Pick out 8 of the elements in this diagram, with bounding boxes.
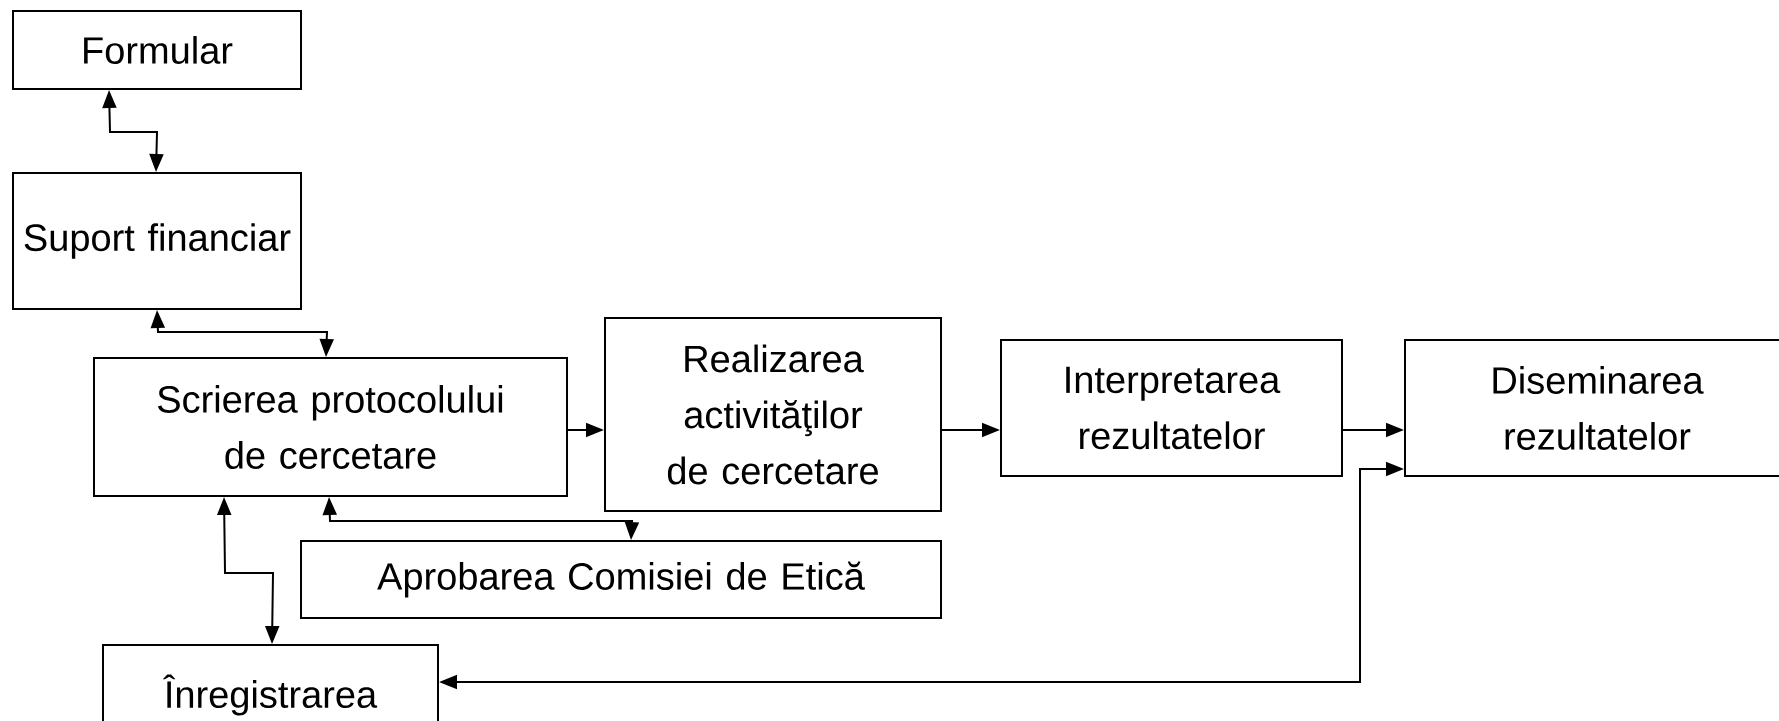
process-box: Interpretarea rezultatelor (1000, 339, 1343, 477)
process-box: Formular (12, 10, 302, 90)
process-box: Înregistrarea (102, 644, 439, 721)
process-box: Aprobarea Comisiei de Etică (300, 540, 942, 619)
process-box: Realizarea activităţilor de cercetare (604, 317, 942, 512)
process-box: Suport financiar (12, 172, 302, 310)
process-box: Diseminarea rezultatelor (1404, 339, 1779, 477)
process-box: Scrierea protocolului de cercetare (93, 357, 568, 497)
